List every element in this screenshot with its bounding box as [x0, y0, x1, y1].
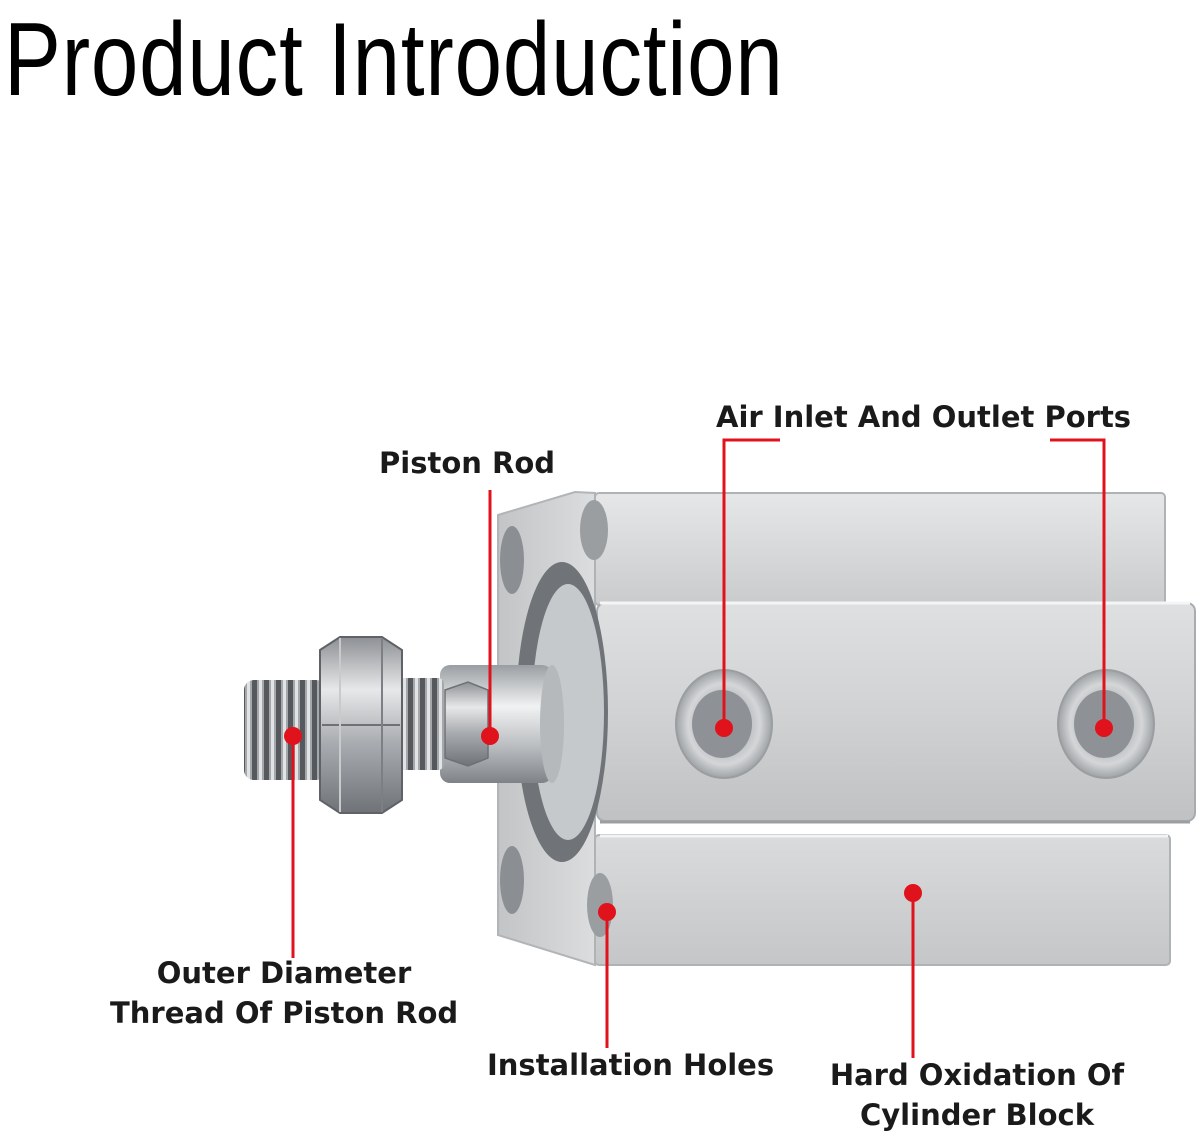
- callout-dots: [284, 719, 1113, 921]
- callout-leaders: [291, 438, 1106, 1058]
- callout-piston-rod: Piston Rod: [379, 446, 555, 480]
- callout-dot-installation-hole: [598, 903, 616, 921]
- piston-rod-thread: [244, 636, 444, 814]
- callout-dot-port-left: [715, 719, 733, 737]
- piston-rod: [440, 665, 564, 783]
- callout-hard-oxidation-line2: Cylinder Block: [860, 1098, 1094, 1132]
- callout-dot-cylinder-block: [904, 884, 922, 902]
- callout-dot-port-right: [1095, 719, 1113, 737]
- callout-hard-oxidation: Hard Oxidation Of Cylinder Block: [822, 1055, 1132, 1135]
- callout-dot-thread: [284, 727, 302, 745]
- callout-dot-piston-rod: [481, 727, 499, 745]
- callout-installation-holes: Installation Holes: [487, 1048, 775, 1082]
- callout-outer-thread: Outer Diameter Thread Of Piston Rod: [110, 953, 458, 1033]
- callout-outer-thread-line1: Outer Diameter: [156, 956, 412, 990]
- callout-outer-thread-line2: Thread Of Piston Rod: [110, 996, 459, 1030]
- callout-hard-oxidation-line1: Hard Oxidation Of: [829, 1058, 1125, 1092]
- page-title: Product Introduction: [4, 2, 784, 118]
- callout-air-ports: Air Inlet And Outlet Ports: [716, 400, 1132, 434]
